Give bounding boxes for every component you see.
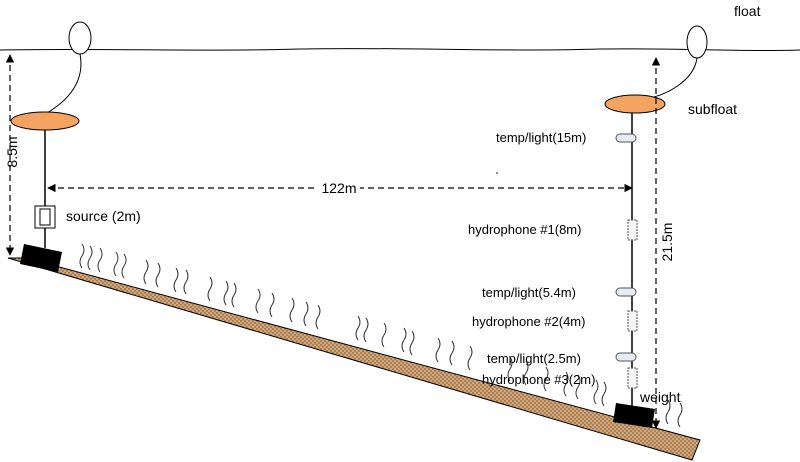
subfloat-label: subfloat — [688, 101, 737, 117]
weight-label: weight — [639, 389, 681, 405]
right-float — [686, 25, 708, 59]
distance-label-bg — [318, 178, 360, 196]
temp-light-54-label: temp/light(5.4m) — [482, 285, 576, 300]
temp-light-sensor-15 — [615, 133, 637, 143]
hydrophone-3-label: hydrophone #3(2m) — [482, 372, 595, 387]
right-subfloat — [604, 94, 666, 114]
left-subfloat — [10, 111, 80, 131]
seabed — [7, 257, 701, 461]
temp-light-sensor-54 — [615, 287, 637, 297]
hydrophone-2-label: hydrophone #2(4m) — [472, 314, 585, 329]
temp-light-sensor-25 — [615, 352, 637, 362]
depth-left-label: 8.5m — [4, 136, 20, 167]
right-float-tether — [639, 57, 698, 101]
seaweed — [79, 243, 683, 428]
right-anchor — [613, 403, 655, 428]
left-float-tether — [44, 53, 82, 115]
temp-light-25-label: temp/light(2.5m) — [487, 351, 581, 366]
left-float — [68, 21, 92, 55]
source-box-inner — [39, 208, 51, 226]
depth-right-label: 21.5m — [659, 223, 675, 262]
stray-dot — [496, 172, 498, 174]
float-label: float — [734, 3, 761, 19]
distance-label: 122m — [321, 180, 356, 196]
left-anchor — [20, 244, 62, 272]
temp-light-15-label: temp/light(15m) — [496, 130, 586, 145]
sea-surface — [0, 48, 800, 52]
hydrophone-3-sensor — [627, 367, 638, 389]
hydrophone-1-sensor — [627, 219, 638, 241]
hydrophone-1-label: hydrophone #1(8m) — [468, 222, 581, 237]
source-label: source (2m) — [66, 208, 141, 224]
hydrophone-2-sensor — [627, 310, 638, 332]
